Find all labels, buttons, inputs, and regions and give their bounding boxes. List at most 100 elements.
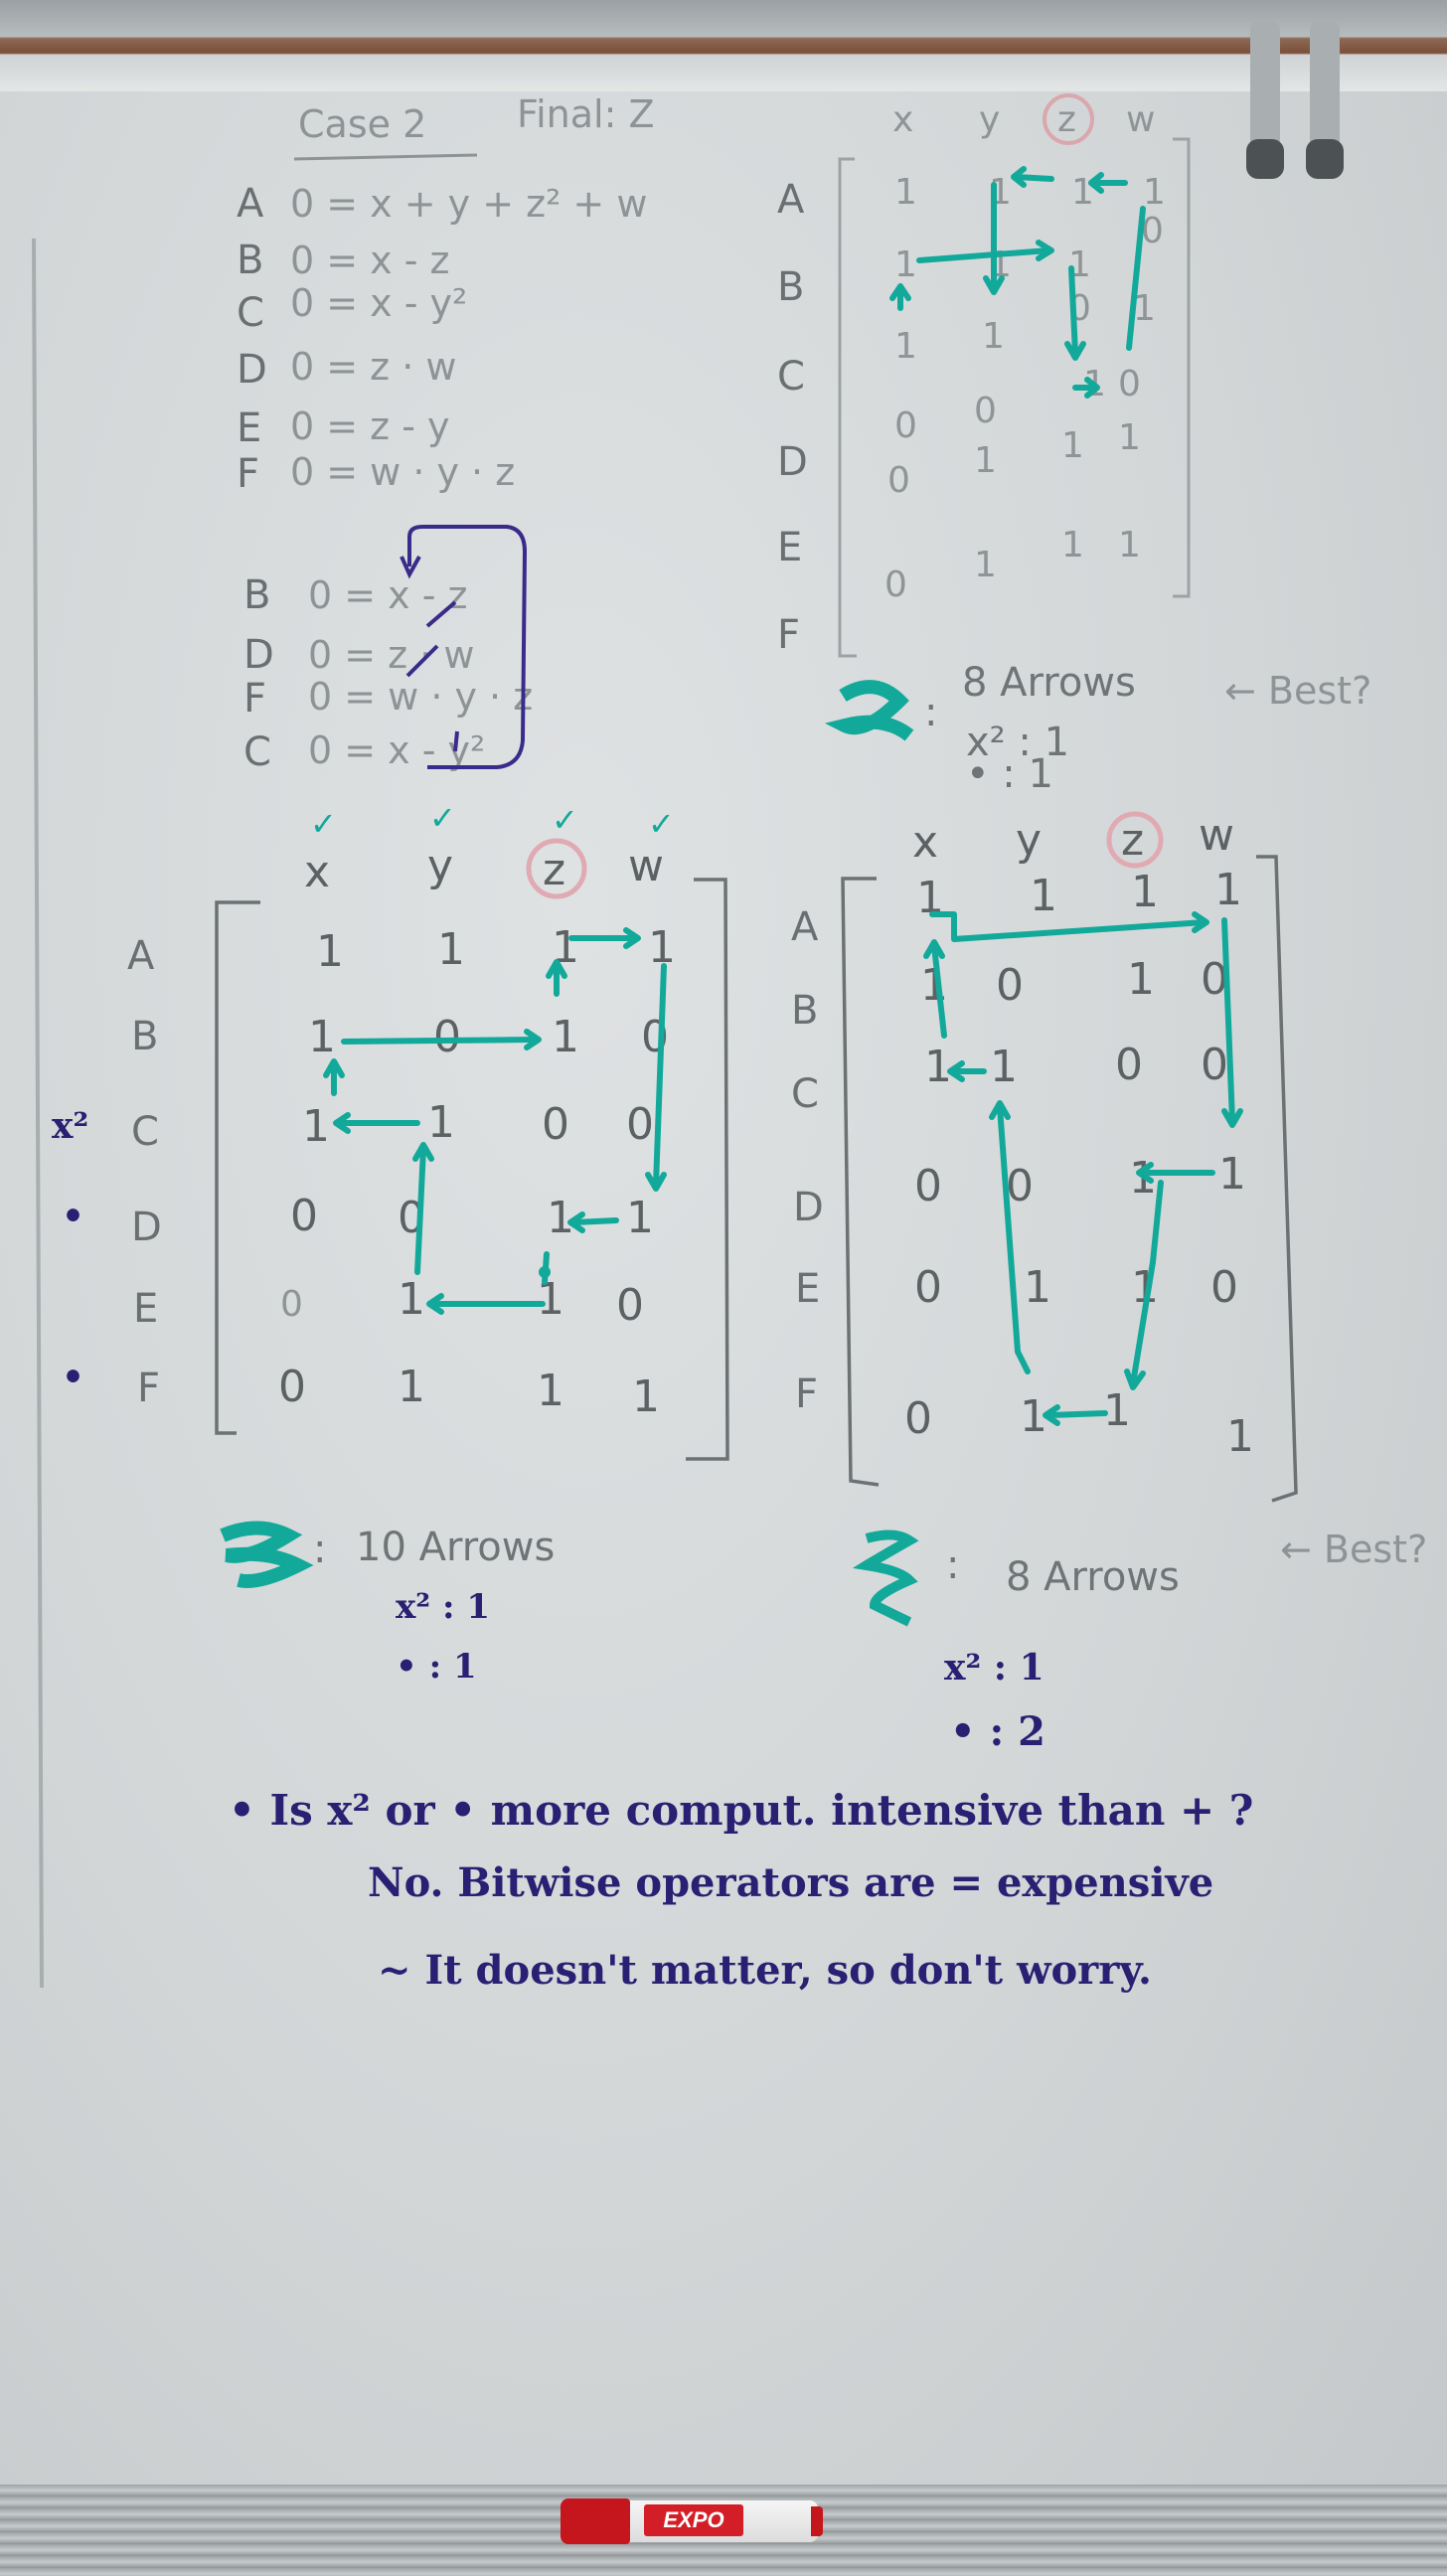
row-label: C <box>777 354 805 400</box>
row-mark-square: x² <box>52 1105 88 1147</box>
note-question: • Is x² or • more comput. intensive than… <box>229 1786 1253 1835</box>
discussion-notes: • Is x² or • more comput. intensive than… <box>229 1786 1253 1994</box>
column-header: y <box>1016 815 1042 866</box>
left-x2-count: x² : 1 <box>396 1587 490 1627</box>
matrix-cell: 0 <box>542 1099 569 1150</box>
equation-row-label: D <box>237 347 267 393</box>
column-check-icon: ✓ <box>310 805 337 843</box>
equation-list: A 0 = x + y + z² + w B 0 = x - z C 0 = x… <box>237 181 647 497</box>
matrix-cell: 1 <box>894 172 917 213</box>
matrix-cell: 0 <box>616 1280 644 1331</box>
column-header: x <box>912 817 938 868</box>
reordered-row-label: D <box>243 632 274 678</box>
reordered-equation: 0 = x - z <box>308 573 467 617</box>
matrix-cell: 1 <box>1030 871 1057 921</box>
row-mark-dot: • <box>62 1357 84 1398</box>
row-label: E <box>795 1266 820 1312</box>
top-right-best-note: ← Best? <box>1224 669 1371 713</box>
matrix-cell: 1 <box>547 1193 574 1243</box>
matrix-cell: 1 <box>1143 172 1166 213</box>
whiteboard-top-rail <box>0 0 1447 91</box>
top-right-x2-count: x² : 1 <box>966 720 1069 765</box>
top-right-matrix: x y z w A B C D E F 1 1 1 1 1 1 1 0 1 1 … <box>777 93 1191 658</box>
matrix-cell: 1 <box>1061 525 1084 565</box>
matrix-cell: 1 <box>1218 1149 1246 1200</box>
row-label: B <box>131 1014 158 1059</box>
row-label: E <box>133 1286 158 1332</box>
note-answer: No. Bitwise operators are = expensive <box>368 1859 1213 1906</box>
matrix-cell: 1 <box>1127 954 1155 1005</box>
matrix-cell: 0 <box>1210 1262 1238 1313</box>
column-header: x <box>892 99 913 140</box>
case-subtitle: Final: Z <box>517 92 655 136</box>
equation-row-label: A <box>237 181 264 227</box>
equation-row-label: C <box>237 290 264 336</box>
reordered-row-label: C <box>243 729 271 775</box>
matrix-cell: 1 <box>924 1042 952 1092</box>
left-dot-count: • : 1 <box>396 1647 477 1687</box>
row-mark-dot: • <box>62 1196 84 1237</box>
matrix-cell: 1 <box>974 545 997 585</box>
column-header: z <box>1121 815 1144 866</box>
matrix-cell: 1 <box>552 1012 579 1062</box>
matrix-cell: 0 <box>1141 211 1164 251</box>
matrix-cell: 1 <box>894 326 917 367</box>
column-check-icon: ✓ <box>429 799 456 837</box>
matrix-cell: 0 <box>626 1099 654 1150</box>
matrix-cell: 0 <box>1006 1161 1034 1211</box>
case-title: Case 2 <box>298 102 426 146</box>
equation-row-label: F <box>237 451 259 497</box>
matrix-cell: 0 <box>433 1012 461 1062</box>
matrix-cell: 0 <box>1115 1040 1143 1090</box>
matrix-cell: 1 <box>1133 288 1156 329</box>
reordered-equations: B 0 = x - z D 0 = z · w F 0 = w · y · z … <box>243 572 533 775</box>
row-label: C <box>791 1071 819 1117</box>
column-header: y <box>979 99 1000 140</box>
left-summary: : 10 Arrows x² : 1 • : 1 <box>220 1521 555 1687</box>
column-header: z <box>543 845 565 895</box>
matrix-cell: 0 <box>280 1284 303 1325</box>
equation: 0 = x + y + z² + w <box>290 182 647 226</box>
row-label: F <box>777 612 800 658</box>
right-arrow-count: 8 Arrows <box>1006 1554 1180 1600</box>
matrix-cell: 1 <box>1226 1411 1254 1462</box>
note-aside: ~ It doesn't matter, so don't worry. <box>378 1947 1152 1994</box>
row-label: B <box>791 988 818 1034</box>
row-label: D <box>131 1205 162 1250</box>
column-header: w <box>1126 99 1155 140</box>
row-label: A <box>791 904 819 950</box>
matrix-cell: 1 <box>1020 1391 1047 1442</box>
matrix-cell: 1 <box>1103 1385 1131 1436</box>
column-header: z <box>1057 99 1076 140</box>
matrix-cell: 0 <box>1118 364 1141 404</box>
matrix-cell: 1 <box>537 1366 564 1416</box>
row-label: F <box>137 1366 160 1411</box>
top-right-dot-count: • : 1 <box>966 751 1053 797</box>
equation: 0 = w · y · z <box>290 450 515 494</box>
row-label: E <box>777 525 802 570</box>
matrix-cell: 0 <box>904 1393 932 1444</box>
left-arrow-count: 10 Arrows <box>356 1525 555 1570</box>
right-summary: : 8 Arrows ← Best? x² : 1 • : 2 <box>852 1528 1427 1755</box>
matrix-cell: 0 <box>996 960 1024 1011</box>
equation-row-label: B <box>237 238 263 283</box>
column-check-icon: ✓ <box>648 805 675 843</box>
matrix-cell: 0 <box>1201 1040 1228 1090</box>
matrix-cell: 1 <box>982 316 1005 357</box>
matrix-cell: 1 <box>437 924 465 975</box>
row-label: D <box>793 1185 824 1230</box>
matrix-cell: 1 <box>537 1274 564 1325</box>
marker-brand-label: EXPO <box>644 2504 743 2536</box>
equation: 0 = x - z <box>290 239 449 282</box>
matrix-cell: 1 <box>427 1097 455 1148</box>
matrix-cell: 1 <box>1118 525 1141 565</box>
matrix-cell: 0 <box>914 1262 942 1313</box>
matrix-cell: 0 <box>884 564 907 605</box>
row-label: F <box>795 1371 818 1417</box>
svg-text::: : <box>946 1542 959 1588</box>
matrix-cell: 0 <box>887 460 910 501</box>
equation: 0 = z · w <box>290 345 456 389</box>
matrix-cell: 1 <box>894 244 917 285</box>
marker-end-cap <box>811 2506 823 2536</box>
matrix-cell: 1 <box>398 1362 425 1412</box>
